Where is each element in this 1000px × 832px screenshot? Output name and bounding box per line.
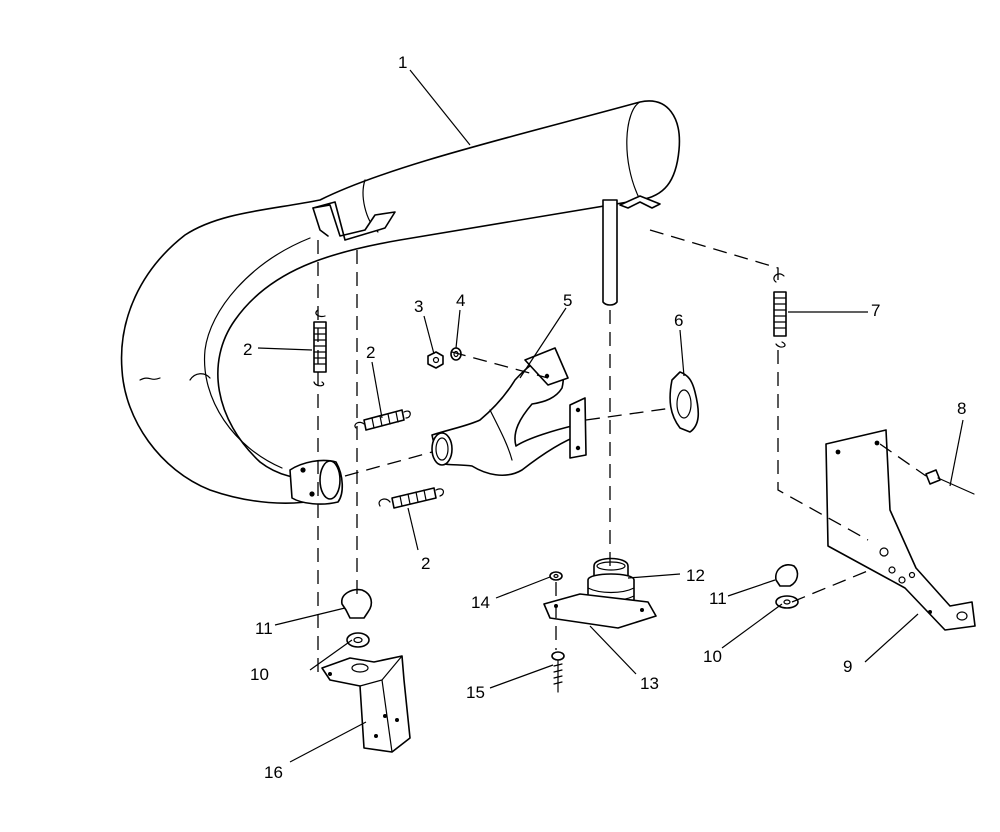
spring-2-left xyxy=(313,309,327,387)
assembly-lines xyxy=(317,229,927,680)
callout-15: 15 xyxy=(466,683,485,702)
rear-bracket xyxy=(825,429,976,631)
callout-11: 11 xyxy=(255,619,273,638)
callout-labels: 1 2 2 2 3 4 5 6 7 8 9 10 10 11 11 12 13 … xyxy=(243,53,966,782)
muffler xyxy=(120,100,681,505)
callout-8: 8 xyxy=(957,399,966,418)
callout-9: 9 xyxy=(843,657,852,676)
callout-12: 12 xyxy=(686,566,705,585)
callout-2: 2 xyxy=(366,343,375,362)
leader-lines xyxy=(257,69,964,763)
grommet-right xyxy=(775,564,799,587)
spring-7 xyxy=(773,273,787,348)
callout-10: 10 xyxy=(250,665,269,684)
callout-14: 14 xyxy=(471,593,490,612)
front-bracket xyxy=(321,655,411,753)
callout-16: 16 xyxy=(264,763,283,782)
callout-6: 6 xyxy=(674,311,683,330)
callout-11: 11 xyxy=(709,589,727,608)
screw xyxy=(551,651,565,693)
nut xyxy=(427,351,444,369)
callout-3: 3 xyxy=(414,297,423,316)
callout-7: 7 xyxy=(871,301,880,320)
callout-13: 13 xyxy=(640,674,659,693)
gasket xyxy=(669,371,700,433)
washer-left xyxy=(346,632,370,648)
callout-4: 4 xyxy=(456,291,465,310)
spring-2-mid xyxy=(354,409,411,431)
callout-10: 10 xyxy=(703,647,722,666)
callout-2: 2 xyxy=(243,340,252,359)
grommet-left xyxy=(341,588,373,619)
bolt xyxy=(925,469,975,495)
mounting-pin xyxy=(602,199,618,306)
y-pipe xyxy=(431,347,587,477)
spring-2-lower xyxy=(378,487,445,509)
callout-5: 5 xyxy=(563,291,572,310)
callout-2: 2 xyxy=(421,554,430,573)
callout-1: 1 xyxy=(398,53,407,72)
mount-plate xyxy=(543,593,657,629)
washer-14 xyxy=(549,571,563,581)
